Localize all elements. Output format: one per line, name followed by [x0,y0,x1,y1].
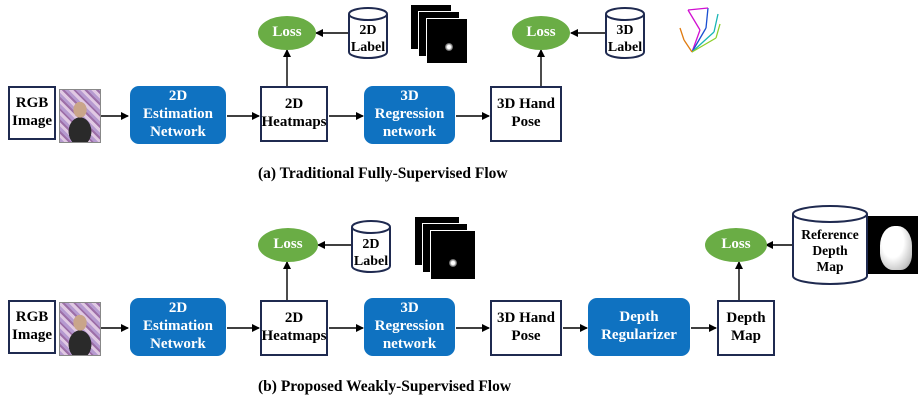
b-2d-estimation-network-label: 2D Estimation Network [142,300,213,352]
a-2d-label-cylinder: 2D Label [349,8,387,60]
b-rgb-image-label: RGB Image [12,309,52,343]
a-loss-3d-label: Loss [526,24,556,41]
a-heatmap-stack-front [426,18,468,64]
b-3d-regression-network-label: 3D Regression network [374,300,445,352]
a-3d-regression-network-label: 3D Regression network [374,88,445,140]
b-depth-map-label: Depth Map [726,310,766,344]
b-depth-image-thumbnail [868,216,918,274]
b-caption: (b) Proposed Weakly-Supervised Flow [258,378,512,395]
a-caption: (a) Traditional Fully-Supervised Flow [258,165,508,182]
a-2d-label-text: 2D Label [350,23,386,55]
b-2d-label-text: 2D Label [353,236,389,269]
a-2d-estimation-network-label: 2D Estimation Network [142,88,213,140]
cylinder-b-refdepth-shape [792,205,868,285]
b-reference-depth-map-cylinder: Reference Depth Map [793,206,867,284]
b-heatmap-stack-front [430,230,476,280]
cylinder-a-label2d-shape [348,7,388,59]
cylinder-a-label3d-shape [605,7,645,59]
a-3d-label-cylinder: 3D Label [606,8,644,60]
a-3d-label-text: 3D Label [607,23,643,55]
b-2d-heatmaps-label: 2D Heatmaps [261,310,327,344]
b-rgb-image-box: RGB Image [8,300,56,354]
a-hand-photo-thumbnail [59,89,101,143]
a-rgb-image-label: RGB Image [12,95,52,129]
b-2d-estimation-network-box: 2D Estimation Network [130,298,226,356]
a-loss-2d-label: Loss [272,24,302,41]
b-loss-depth-label: Loss [721,236,751,253]
a-loss-2d-ellipse: Loss [258,16,316,50]
b-depth-regularizer-label: Depth Regularizer [601,309,677,343]
b-loss-depth-ellipse: Loss [705,228,767,262]
a-3d-regression-network-box: 3D Regression network [364,86,455,144]
a-2d-heatmaps-label: 2D Heatmaps [261,96,327,130]
a-loss-3d-ellipse: Loss [512,16,570,50]
a-2d-estimation-network-box: 2D Estimation Network [130,86,226,144]
b-depth-map-box: Depth Map [717,300,775,356]
a-3d-hand-pose-label: 3D Hand Pose [497,96,555,130]
hand-skeleton-icon [679,7,721,53]
b-loss-2d-ellipse: Loss [258,228,318,262]
b-loss-2d-label: Loss [273,236,303,253]
b-hand-photo-thumbnail [59,302,101,356]
b-2d-label-cylinder: 2D Label [352,221,390,274]
b-3d-hand-pose-label: 3D Hand Pose [497,310,555,344]
b-reference-depth-map-text: Reference Depth Map [801,226,859,275]
b-3d-regression-network-box: 3D Regression network [364,298,455,356]
b-2d-heatmaps-box: 2D Heatmaps [260,300,328,356]
cylinder-b-label2d-shape [351,220,391,273]
b-3d-hand-pose-box: 3D Hand Pose [490,300,562,356]
a-rgb-image-box: RGB Image [8,86,56,140]
a-3d-hand-pose-box: 3D Hand Pose [490,86,562,142]
a-2d-heatmaps-box: 2D Heatmaps [260,86,328,142]
b-depth-regularizer-box: Depth Regularizer [588,298,690,356]
